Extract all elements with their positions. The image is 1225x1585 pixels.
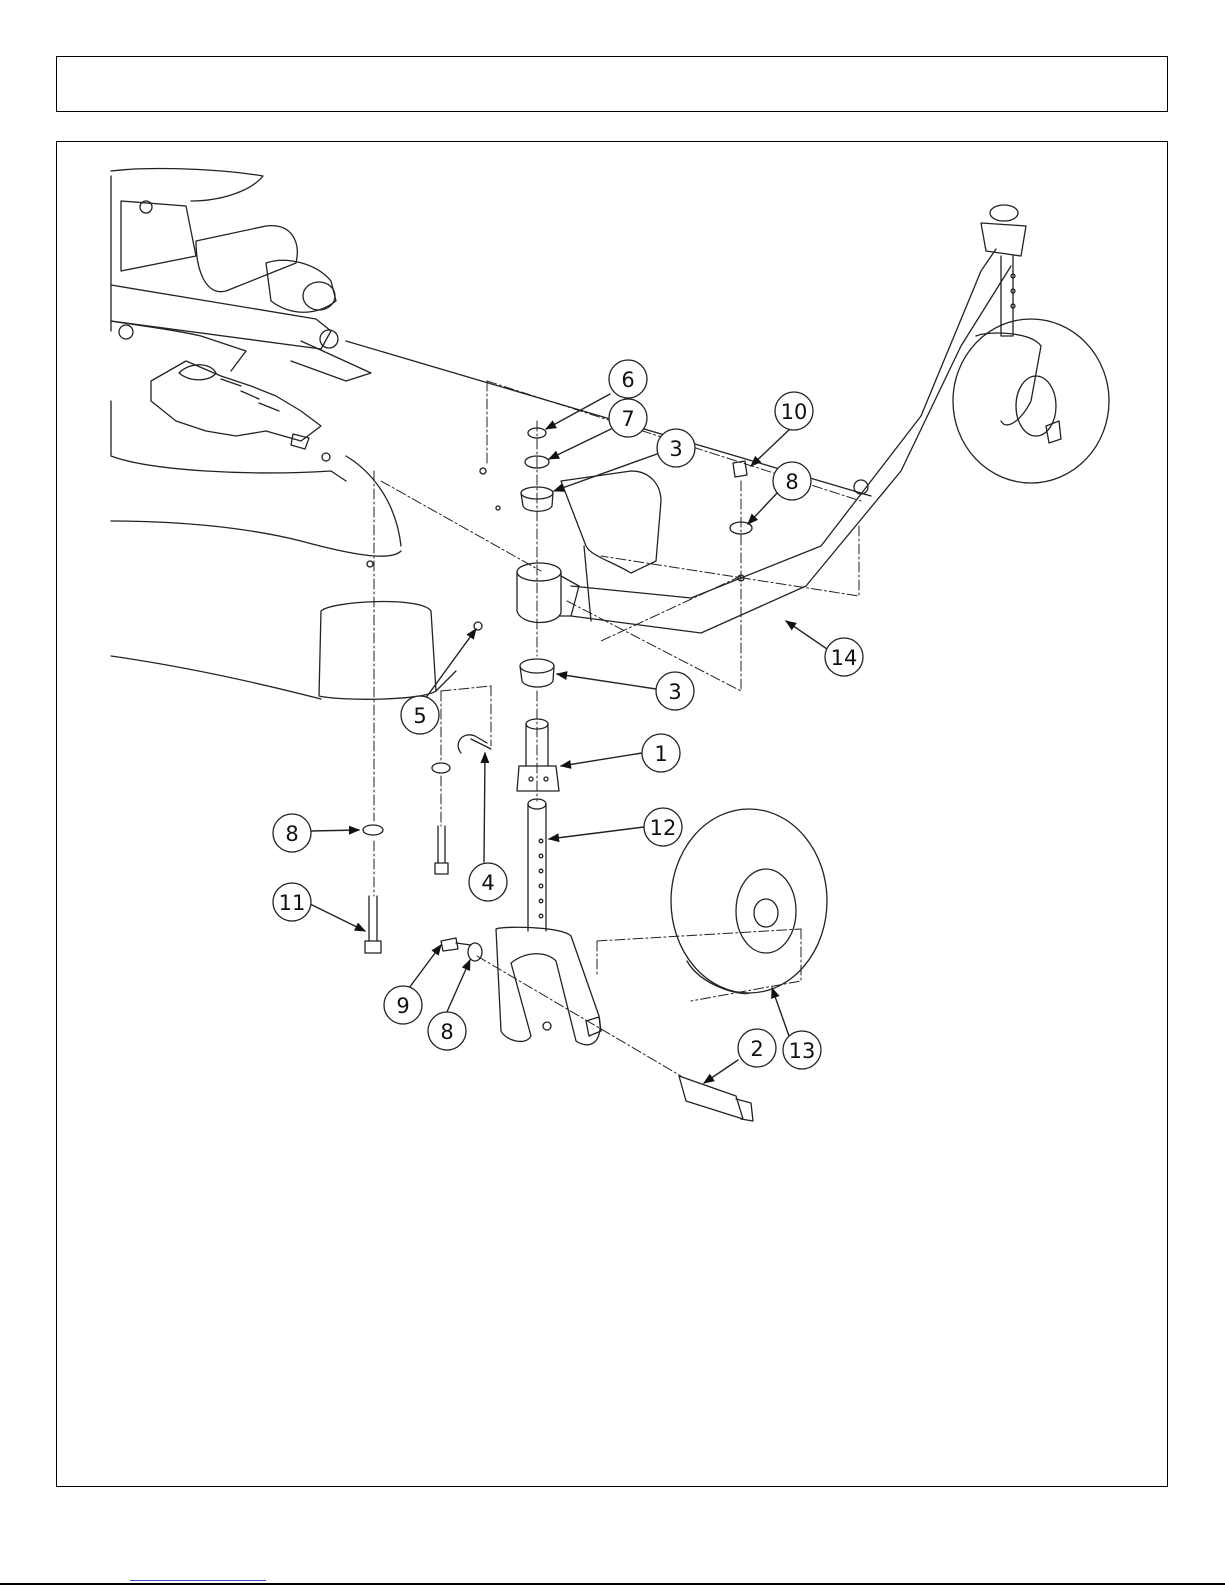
callout-10: 10 [775, 392, 813, 430]
svg-text:6: 6 [621, 368, 634, 392]
svg-text:4: 4 [481, 871, 494, 895]
svg-text:13: 13 [789, 1039, 816, 1063]
callout-1: 1 [642, 734, 680, 772]
svg-text:14: 14 [831, 646, 858, 670]
callout-11: 11 [273, 883, 311, 921]
header-box [56, 56, 1168, 112]
svg-text:9: 9 [396, 994, 409, 1018]
callout-3-upper: 3 [657, 429, 695, 467]
callout-2: 2 [738, 1029, 776, 1067]
svg-text:12: 12 [650, 816, 677, 840]
footer-link[interactable] [130, 1566, 266, 1581]
callout-6: 6 [609, 360, 647, 398]
callout-5: 5 [401, 696, 439, 734]
mower-deck [111, 169, 871, 700]
center-axis-parts [363, 428, 827, 1121]
callout-9: 9 [384, 986, 422, 1024]
svg-text:1: 1 [654, 742, 667, 766]
callout-8-bottom: 8 [428, 1012, 466, 1050]
svg-text:8: 8 [785, 470, 798, 494]
svg-text:3: 3 [668, 680, 681, 704]
callout-4: 4 [469, 863, 507, 901]
svg-text:11: 11 [279, 891, 306, 915]
callout-7: 7 [609, 399, 647, 437]
svg-text:2: 2 [750, 1037, 763, 1061]
callout-3-lower: 3 [656, 672, 694, 710]
svg-text:3: 3 [669, 437, 682, 461]
figure-frame: 6 7 3 10 8 14 3 5 [56, 141, 1168, 1487]
svg-text:8: 8 [285, 822, 298, 846]
svg-text:8: 8 [440, 1020, 453, 1044]
svg-text:5: 5 [413, 704, 426, 728]
svg-text:10: 10 [781, 400, 808, 424]
callout-13: 13 [783, 1031, 821, 1069]
callout-8-left: 8 [273, 814, 311, 852]
callout-14: 14 [825, 638, 863, 676]
exploded-parts-diagram: 6 7 3 10 8 14 3 5 [57, 142, 1168, 1487]
callout-8-right: 8 [773, 462, 811, 500]
callout-12: 12 [644, 808, 682, 846]
wheel-arm-assembly [517, 205, 1109, 633]
svg-text:7: 7 [621, 407, 634, 431]
